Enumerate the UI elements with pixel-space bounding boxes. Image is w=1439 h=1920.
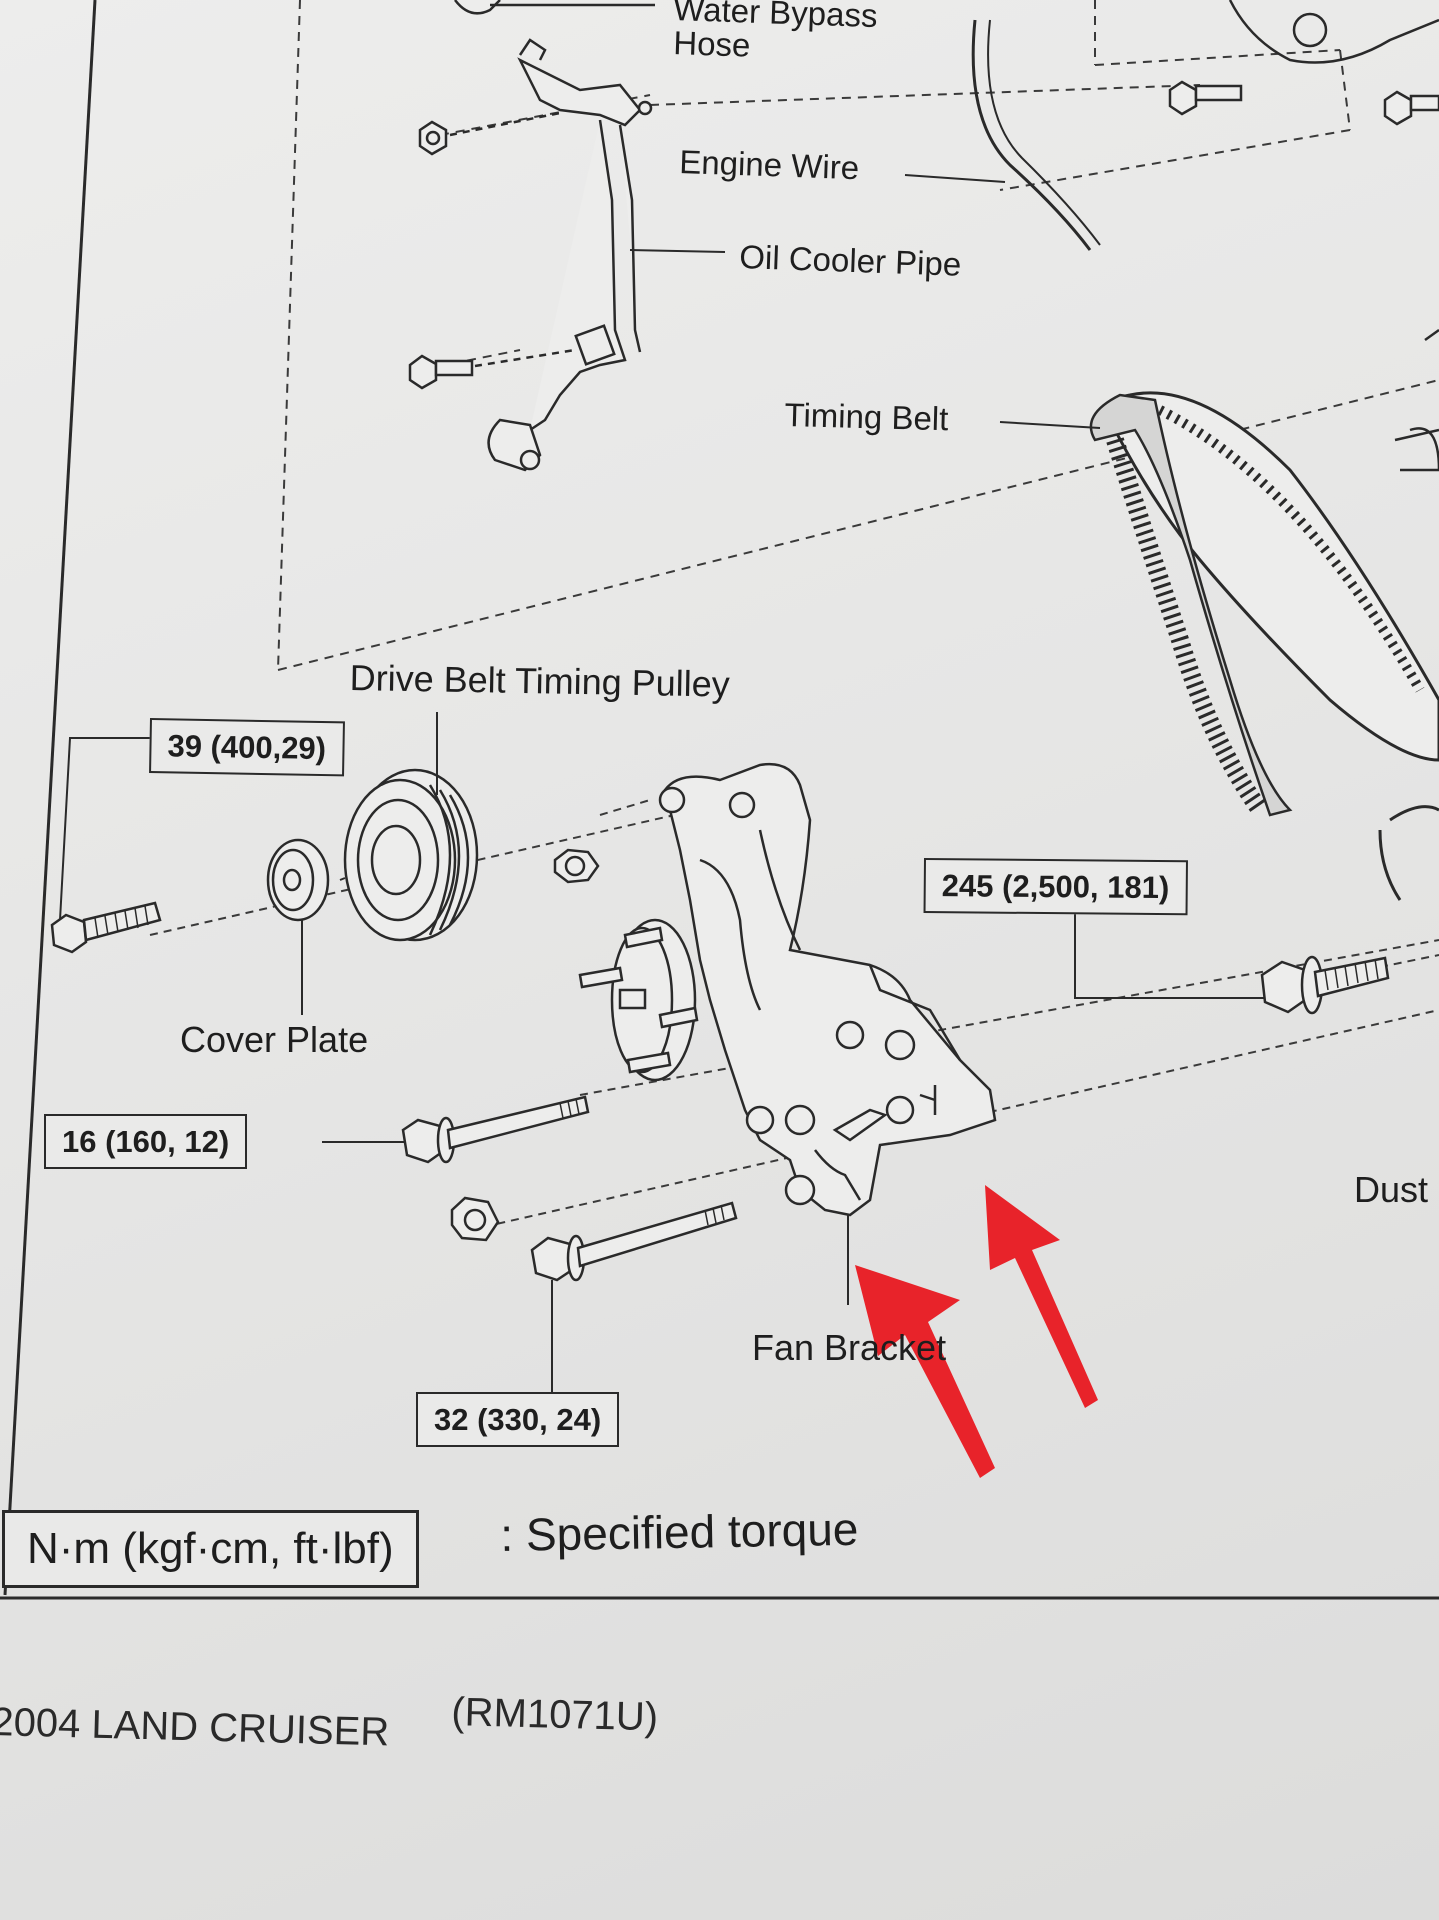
engine-wire-part [971, 19, 1092, 251]
label-timing-belt: Timing Belt [784, 396, 949, 438]
red-arrow-right [985, 1185, 1098, 1408]
fan-bracket-part [658, 762, 997, 1217]
label-water-bypass-hose-2: Hose [672, 24, 752, 64]
engine-wire-leader [904, 174, 1006, 183]
drive-belt-timing-pulley-part [343, 768, 479, 942]
cover-plate-part [266, 838, 330, 922]
footer-manual-code: (RM1071U) [450, 1690, 659, 1740]
annotation-arrows [855, 1185, 1098, 1478]
torque-box-large-bolt: 245 (2,500, 181) [923, 858, 1188, 916]
label-cover-plate: Cover Plate [180, 1019, 369, 1060]
pulley-bolt [50, 901, 162, 954]
lower-long-bolt [530, 1201, 738, 1282]
label-dust-partial: Dust [1354, 1169, 1429, 1210]
water-bypass-hose-part [454, 0, 655, 15]
timing-belt-leader [999, 421, 1101, 429]
legend-unit-box: N·m (kgf·cm, ft·lbf) [2, 1510, 419, 1588]
legend-description: : Specified torque [499, 1502, 859, 1561]
label-drive-belt-timing-pulley: Drive Belt Timing Pulley [349, 657, 731, 705]
bracket-nut [553, 848, 600, 884]
engine-block-partial [1228, 0, 1439, 472]
large-bracket-bolt [1260, 955, 1390, 1015]
top-bolts [408, 80, 1439, 390]
torque-box-pulley-bolt: 39 (400,29) [149, 718, 345, 777]
fan-hub-part [578, 918, 699, 1082]
large-bolt-leader [1074, 905, 1265, 999]
label-fan-bracket: Fan Bracket [752, 1327, 947, 1368]
red-arrow-left [855, 1265, 995, 1478]
oil-cooler-pipe-part [487, 38, 653, 472]
page-margin-line [3, 0, 97, 1596]
oil-cooler-pipe-leader [629, 249, 726, 253]
upper-long-bolt [401, 1095, 590, 1164]
torque-box-upper-long-bolt: 16 (160, 12) [44, 1114, 248, 1169]
torque-box-lower-long-bolt: 32 (330, 24) [416, 1392, 620, 1447]
pulley-bolt-leader [59, 737, 150, 921]
label-oil-cooler-pipe: Oil Cooler Pipe [738, 238, 962, 283]
lower-nut [450, 1196, 500, 1242]
label-engine-wire: Engine Wire [678, 143, 860, 187]
timing-belt-part [1089, 391, 1439, 901]
